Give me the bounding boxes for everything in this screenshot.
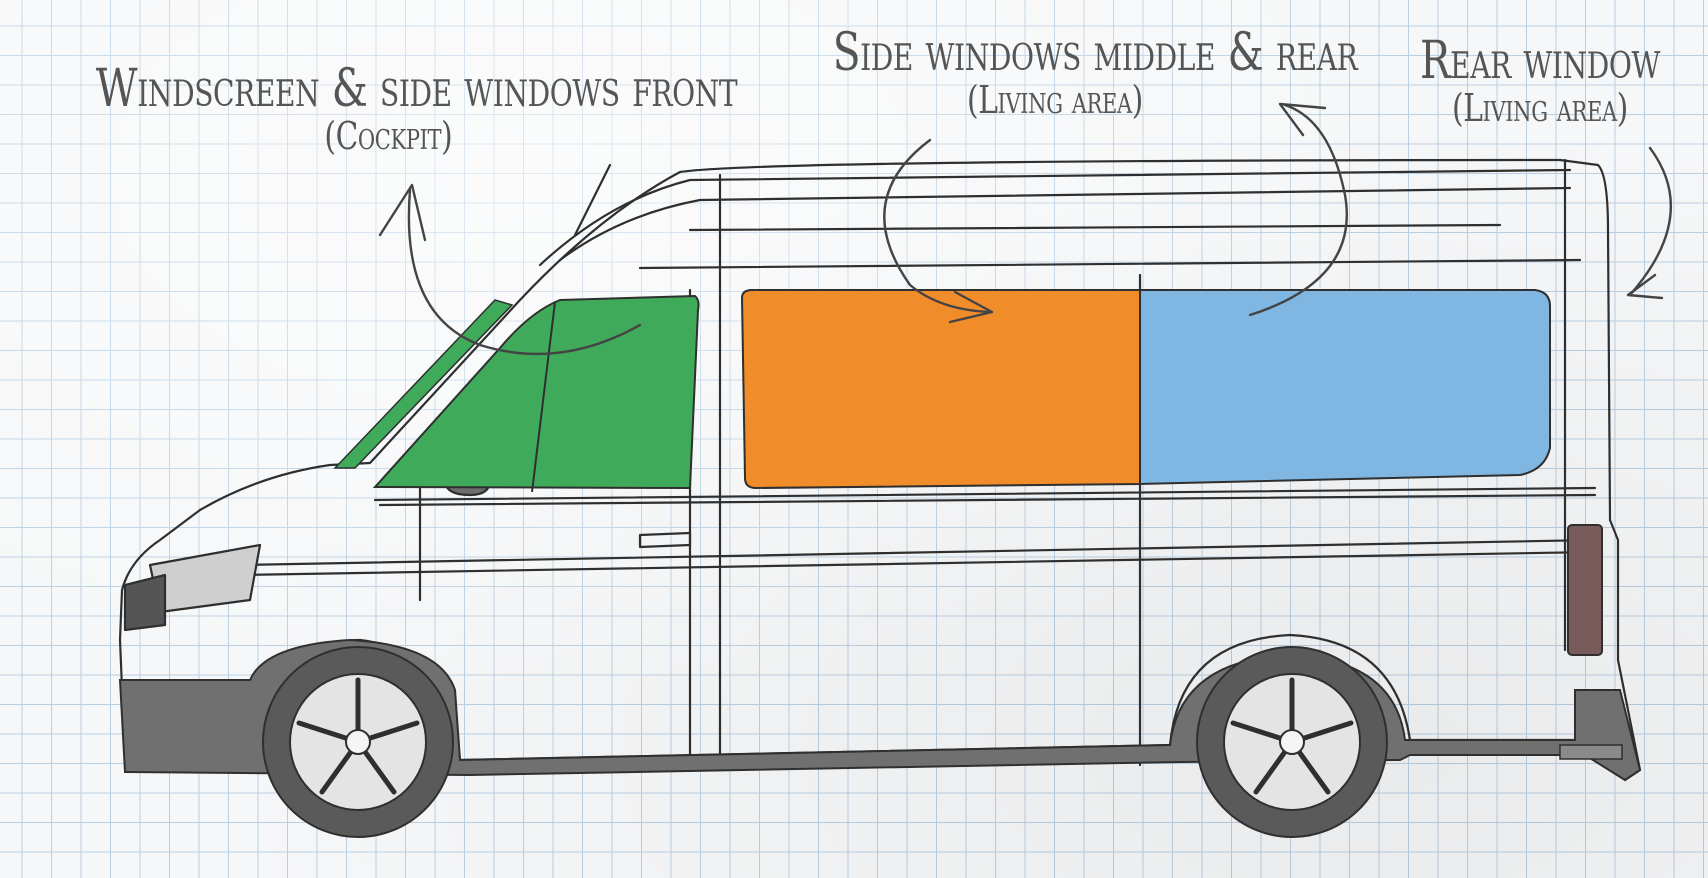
cockpit-window bbox=[372, 294, 700, 490]
label-front-sub: (Cockpit) bbox=[324, 113, 453, 158]
body-crease bbox=[238, 538, 1597, 567]
tail-light bbox=[1567, 524, 1603, 656]
label-rear-window: Rear window (Living area) bbox=[1415, 34, 1665, 128]
door-handle bbox=[638, 531, 692, 549]
label-middle-windows: Side windows middle & rear (Living area) bbox=[832, 23, 1358, 122]
rear-bumper-step bbox=[1559, 744, 1623, 760]
belt-line-2 bbox=[378, 493, 1597, 507]
label-front-windows: Windscreen & side windows front (Cockpit… bbox=[95, 59, 738, 158]
middle-window bbox=[740, 289, 1141, 490]
arrow-middle-head bbox=[948, 290, 994, 324]
arrow-middle bbox=[883, 138, 992, 314]
label-middle-sub: (Living area) bbox=[967, 77, 1143, 122]
arrow-middle-rear-head bbox=[1278, 102, 1327, 137]
body-crease-2 bbox=[238, 550, 1597, 577]
roof-line-1 bbox=[538, 168, 1572, 267]
rear-side-window bbox=[1139, 289, 1551, 486]
label-rear-sub: (Living area) bbox=[1452, 85, 1628, 130]
arrow-front-head bbox=[378, 183, 427, 242]
roof-line-2 bbox=[558, 186, 1572, 262]
grille bbox=[123, 573, 167, 632]
label-middle-title: Side windows middle & rear bbox=[832, 23, 1358, 83]
roof-rail bbox=[688, 223, 1502, 232]
roof-rail-2 bbox=[638, 258, 1582, 270]
front-wheel bbox=[262, 646, 454, 838]
label-rear-title: Rear window bbox=[1420, 31, 1660, 91]
belt-line bbox=[373, 486, 1597, 502]
arrow-rear bbox=[1628, 146, 1673, 297]
windscreen-strip bbox=[333, 299, 514, 469]
arrow-front bbox=[407, 188, 642, 356]
arrow-rear-head bbox=[1626, 273, 1664, 300]
cockpit-pillar bbox=[531, 301, 556, 493]
headlight bbox=[148, 543, 262, 614]
arrow-middle-rear bbox=[1248, 103, 1348, 317]
label-front-title: Windscreen & side windows front bbox=[95, 59, 738, 119]
antenna bbox=[573, 163, 612, 237]
rear-wheel bbox=[1196, 646, 1388, 838]
